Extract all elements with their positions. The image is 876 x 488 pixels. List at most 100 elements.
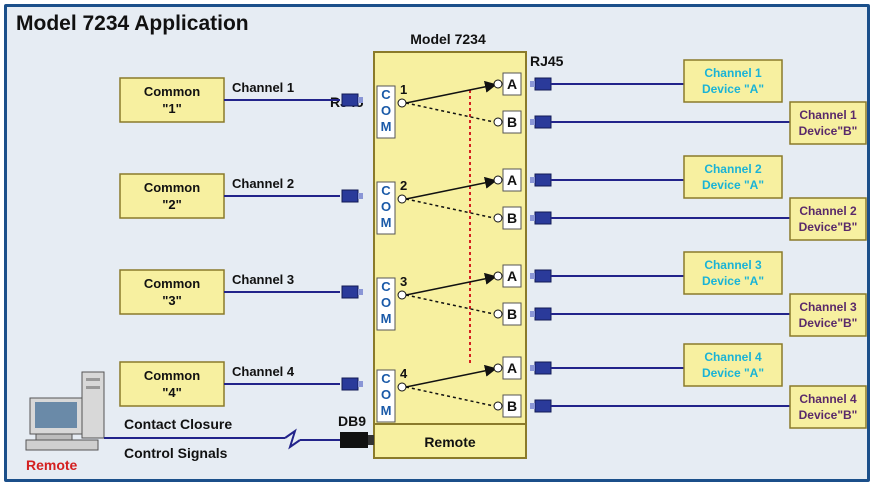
rj45-connector-b-1-tip bbox=[530, 119, 535, 125]
channel-label-4: Channel 4 bbox=[232, 364, 295, 379]
rj45-connector-a-4-tip bbox=[530, 365, 535, 371]
port-b-label-2: B bbox=[507, 210, 517, 226]
control-signals-label: Control Signals bbox=[124, 445, 228, 461]
rj45-connector-in-1-tip bbox=[358, 97, 363, 103]
port-b-contact-3 bbox=[493, 309, 503, 319]
device-b-box-3 bbox=[789, 293, 867, 337]
common-box-3 bbox=[119, 269, 225, 315]
port-a-contact-4 bbox=[493, 363, 503, 373]
channel-number-4: 4 bbox=[400, 366, 408, 381]
device-label: Model 7234 bbox=[410, 31, 486, 47]
remote-panel-label: Remote bbox=[424, 434, 476, 450]
remote-pc-label: Remote bbox=[26, 457, 78, 473]
rj45-connector-in-1 bbox=[341, 93, 359, 107]
common-box-4 bbox=[119, 361, 225, 407]
device-b-channel-2: Channel 2 bbox=[799, 204, 857, 218]
db9-label: DB9 bbox=[338, 413, 366, 429]
rj45-connector-b-2 bbox=[534, 211, 552, 225]
port-a-label-3: A bbox=[507, 268, 517, 284]
rj45-connector-b-1 bbox=[534, 115, 552, 129]
device-b-channel-3: Channel 3 bbox=[799, 300, 857, 314]
rj45-connector-in-4-tip bbox=[358, 381, 363, 387]
port-b-contact-1 bbox=[493, 117, 503, 127]
port-a-label-1: A bbox=[507, 76, 517, 92]
rj45-connector-b-3-tip bbox=[530, 311, 535, 317]
diagram-title: Model 7234 Application bbox=[16, 12, 249, 35]
port-b-box-2 bbox=[502, 206, 522, 230]
rj45-connector-b-3 bbox=[534, 307, 552, 321]
rj45-connector-in-4 bbox=[341, 377, 359, 391]
com-letter-o-1: O bbox=[381, 103, 391, 118]
common-number-1: "1" bbox=[162, 101, 182, 116]
port-b-label-1: B bbox=[507, 114, 517, 130]
port-b-contact-4 bbox=[493, 401, 503, 411]
channel-label-1: Channel 1 bbox=[232, 80, 294, 95]
com-letter-o-4: O bbox=[381, 387, 391, 402]
rj45-connector-a-1 bbox=[534, 77, 552, 91]
port-b-box-1 bbox=[502, 110, 522, 134]
port-a-label-2: A bbox=[507, 172, 517, 188]
rj45-right-label: RJ45 bbox=[530, 53, 564, 69]
port-a-box-1 bbox=[502, 72, 522, 96]
port-b-label-4: B bbox=[507, 398, 517, 414]
com-letter-m-3: M bbox=[381, 311, 392, 326]
device-b-channel-4: Channel 4 bbox=[799, 392, 857, 406]
device-a-box-1 bbox=[683, 59, 783, 103]
device-b-name-3: Device"B" bbox=[799, 316, 858, 330]
common-number-4: "4" bbox=[162, 385, 182, 400]
com-letter-c-1: C bbox=[381, 87, 391, 102]
com-block-2 bbox=[376, 181, 396, 235]
common-label-4: Common bbox=[144, 368, 200, 383]
com-letter-m-4: M bbox=[381, 403, 392, 418]
device-a-name-3: Device "A" bbox=[702, 274, 764, 288]
device-b-channel-1: Channel 1 bbox=[799, 108, 857, 122]
device-b-name-2: Device"B" bbox=[799, 220, 858, 234]
device-a-name-1: Device "A" bbox=[702, 82, 764, 96]
switch-pivot-4 bbox=[397, 382, 407, 392]
device-b-box-4 bbox=[789, 385, 867, 429]
com-letter-o-3: O bbox=[381, 295, 391, 310]
device-a-box-2 bbox=[683, 155, 783, 199]
rj45-connector-a-4 bbox=[534, 361, 552, 375]
rj45-connector-b-4 bbox=[534, 399, 552, 413]
rj45-connector-a-1-tip bbox=[530, 81, 535, 87]
port-b-contact-2 bbox=[493, 213, 503, 223]
rj45-connector-a-3 bbox=[534, 269, 552, 283]
common-box-1 bbox=[119, 77, 225, 123]
channel-label-3: Channel 3 bbox=[232, 272, 294, 287]
rj45-connector-in-2-tip bbox=[358, 193, 363, 199]
device-a-channel-4: Channel 4 bbox=[704, 350, 762, 364]
port-b-box-3 bbox=[502, 302, 522, 326]
com-letter-m-1: M bbox=[381, 119, 392, 134]
port-a-label-4: A bbox=[507, 360, 517, 376]
channel-number-2: 2 bbox=[400, 178, 407, 193]
com-letter-c-3: C bbox=[381, 279, 391, 294]
switch-line-a-4 bbox=[405, 364, 497, 388]
channel-label-2: Channel 2 bbox=[232, 176, 294, 191]
common-box-2 bbox=[119, 173, 225, 219]
common-number-3: "3" bbox=[162, 293, 182, 308]
port-a-box-4 bbox=[502, 356, 522, 380]
device-b-box-2 bbox=[789, 197, 867, 241]
device-a-channel-2: Channel 2 bbox=[704, 162, 762, 176]
channel-number-3: 3 bbox=[400, 274, 407, 289]
com-letter-c-4: C bbox=[381, 371, 391, 386]
common-number-2: "2" bbox=[162, 197, 182, 212]
port-a-box-2 bbox=[502, 168, 522, 192]
device-a-name-4: Device "A" bbox=[702, 366, 764, 380]
switch-pivot-2 bbox=[397, 194, 407, 204]
port-a-contact-2 bbox=[493, 175, 503, 185]
port-a-contact-3 bbox=[493, 271, 503, 281]
device-a-channel-1: Channel 1 bbox=[704, 66, 762, 80]
rj45-connector-a-3-tip bbox=[530, 273, 535, 279]
contact-closure-label: Contact Closure bbox=[124, 416, 232, 432]
device-a-name-2: Device "A" bbox=[702, 178, 764, 192]
rj45-connector-b-2-tip bbox=[530, 215, 535, 221]
com-letter-o-2: O bbox=[381, 199, 391, 214]
rj45-connector-a-2 bbox=[534, 173, 552, 187]
switch-pivot-1 bbox=[397, 98, 407, 108]
switch-line-a-1 bbox=[405, 80, 497, 104]
rj45-connector-in-3 bbox=[341, 285, 359, 299]
port-a-box-3 bbox=[502, 264, 522, 288]
